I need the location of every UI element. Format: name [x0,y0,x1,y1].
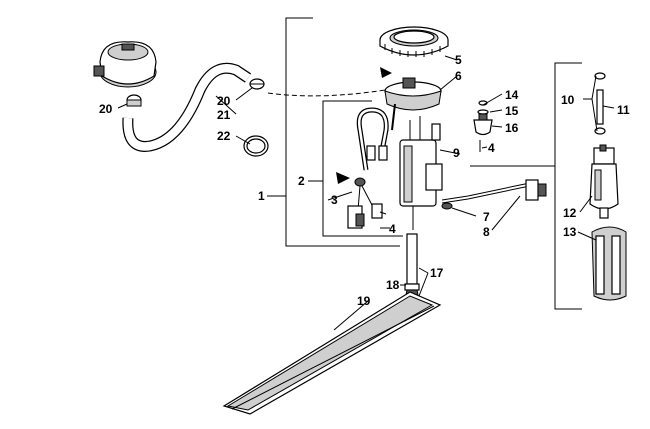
callout-14: 14 [505,88,519,102]
callout-15: 15 [505,104,519,118]
vent-canister-part [93,41,157,88]
callout-22: 22 [217,129,231,143]
pump-kit-bracket [470,62,582,310]
callout-9: 9 [453,146,460,160]
hose-ring-part [243,135,269,157]
arrow-marker-icon [336,172,350,184]
callout-11: 11 [617,103,630,117]
hose-clamp-part [126,78,265,107]
callout-21: 21 [217,108,231,122]
callout-1: 1 [258,189,265,203]
pump-flange-part [380,67,442,131]
assembly-bracket-2 [308,100,403,237]
callout-19: 19 [357,294,371,308]
vent-hose-part [122,62,252,152]
arrow-marker-icon [380,67,392,78]
fuel-pump-part [589,72,619,219]
callout-6: 6 [455,69,462,83]
pump-housing-part [399,116,443,230]
callout-2: 2 [298,174,305,188]
callout-12: 12 [563,206,577,220]
callout-10: 10 [561,93,575,107]
callout-13: 13 [563,225,577,239]
callout-18: 18 [386,278,400,292]
wiring-harness-part [336,107,389,229]
callout-20: 20 [99,102,113,116]
callout-7: 7 [483,210,490,224]
leader-lines [117,55,615,331]
callout-3: 3 [331,193,338,207]
fuel-sender-part [441,179,547,210]
callout-4: 4 [488,141,495,155]
lock-ring-part [379,26,449,57]
callout-5: 5 [455,53,462,67]
callout-20: 20 [217,94,231,108]
fuel-strainer-part [222,291,442,415]
vent-line-connection [267,89,386,97]
callout-17: 17 [430,266,444,280]
callout-16: 16 [505,121,519,135]
callout-4: 4 [389,222,396,236]
callout-8: 8 [483,225,490,239]
assembly-bracket-1 [267,17,400,247]
pump-filter-part [591,226,627,301]
